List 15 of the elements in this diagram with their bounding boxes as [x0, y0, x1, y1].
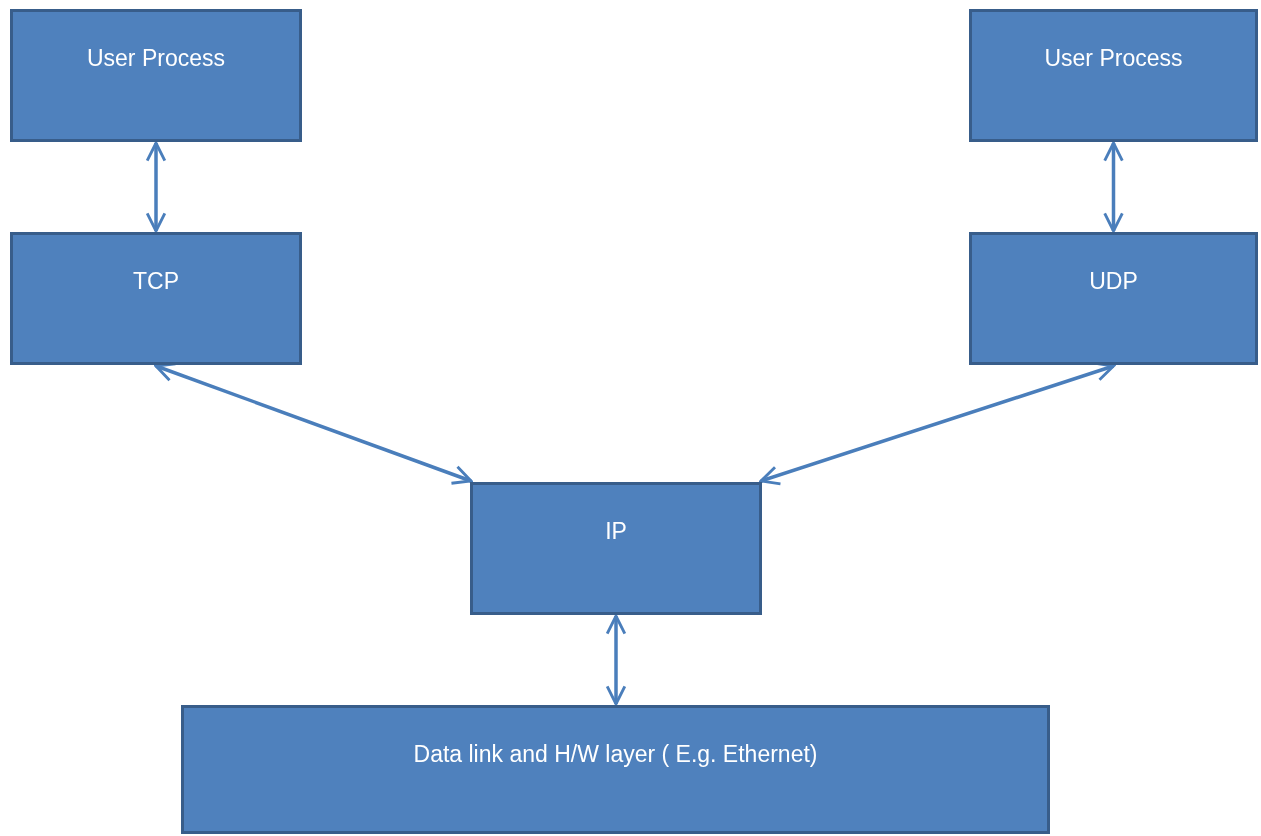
layer-box — [470, 482, 762, 615]
layer-label: User Process — [1044, 45, 1183, 73]
layer-box — [181, 705, 1050, 834]
double-arrow — [605, 614, 627, 706]
layer-box — [10, 9, 302, 142]
layer-box — [969, 232, 1258, 365]
double-arrow — [1103, 141, 1124, 233]
layer-box — [10, 232, 302, 365]
layer-label: IP — [605, 518, 627, 546]
layer-label: UDP — [1089, 268, 1138, 296]
layer-label: TCP — [133, 268, 179, 296]
layer-label: Data link and H/W layer ( E.g. Ethernet) — [413, 741, 818, 769]
layer-label: User Process — [86, 45, 225, 73]
layer-box — [969, 9, 1258, 142]
double-arrow — [145, 141, 167, 233]
